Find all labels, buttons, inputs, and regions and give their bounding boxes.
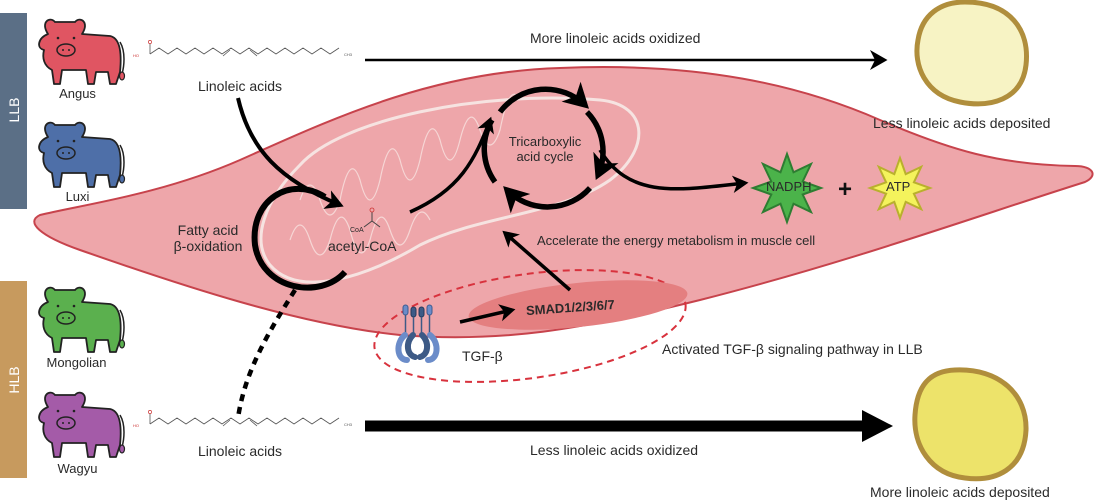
tgf-pathway-label: Activated TGF-β signaling pathway in LLB (662, 341, 923, 357)
bottom-arrow-label: Less linoleic acids oxidized (530, 442, 699, 458)
cow-luxi-icon (38, 121, 126, 188)
linoleic-acid-structure-top: HO CH3 (133, 40, 353, 58)
hlb-group-bar (0, 281, 27, 478)
nadph-star-icon (750, 151, 824, 225)
svg-text:CH3: CH3 (344, 422, 353, 427)
tca-label-line1: Tricarboxylic (508, 134, 582, 149)
tca-to-products-arrow (598, 149, 749, 194)
tgf-beta-receptor-icon (395, 304, 440, 363)
nadph-label: NADPH (766, 179, 812, 194)
hlb-dotted-connector (235, 288, 297, 419)
linoleic-acid-label-top: Linoleic acids (198, 78, 283, 94)
cow-wagyu-icon (38, 391, 126, 458)
plus-sign: + (838, 176, 853, 203)
breed-label-luxi: Luxi (65, 189, 90, 204)
acetyl-structure-icon (363, 207, 381, 228)
llb-group-label: LLB (6, 97, 22, 123)
coa-small-label: CoA (350, 227, 364, 234)
fatty-acid-oxidation-label: Fatty acid β-oxidation (168, 222, 248, 254)
top-arrow-label: More linoleic acids oxidized (530, 30, 701, 46)
tgf-pathway-highlight (373, 269, 687, 383)
bottom-droplet-label: More linoleic acids deposited (870, 484, 1050, 500)
breed-label-angus: Angus (59, 86, 96, 101)
fatty-acid-label-line2: β-oxidation (173, 238, 243, 255)
linoleic-acid-structure-bottom: HO CH3 (133, 410, 353, 428)
tca-cycle (481, 81, 619, 214)
cow-mongolian-icon (38, 286, 126, 353)
breed-label-mongolian: Mongolian (46, 355, 107, 370)
beta-oxidation-loop-arrow (251, 185, 348, 291)
cow-angus-icon (38, 18, 126, 85)
hlb-group-label: HLB (6, 366, 22, 394)
tgf-to-smad-arrow (459, 304, 516, 324)
atp-star-icon (867, 155, 933, 221)
bottom-arrow-head (862, 410, 893, 442)
acetyl-coa-label: acetyl-CoA (328, 238, 397, 254)
tca-cycle-label: Tricarboxylic acid cycle (490, 134, 600, 165)
energy-metabolism-label: Accelerate the energy metabolism in musc… (537, 233, 816, 248)
bottom-lipid-droplet-icon (912, 367, 1029, 482)
svg-text:HO: HO (133, 53, 139, 58)
fatty-acid-label-line1: Fatty acid (177, 222, 239, 238)
tgf-beta-label: TGF-β (462, 348, 503, 364)
tca-label-line2: acid cycle (516, 148, 574, 164)
svg-text:CH3: CH3 (344, 52, 353, 57)
smad-region (468, 280, 688, 330)
linoleic-acid-label-bottom: Linoleic acids (198, 443, 283, 459)
top-droplet-label: Less linoleic acids deposited (873, 115, 1051, 131)
llb-group-bar (0, 13, 27, 209)
atp-label: ATP (886, 179, 911, 194)
breed-label-wagyu: Wagyu (57, 461, 98, 476)
smad-to-mito-arrow (502, 230, 572, 292)
svg-text:HO: HO (133, 423, 139, 428)
top-lipid-droplet-icon (914, 0, 1029, 107)
